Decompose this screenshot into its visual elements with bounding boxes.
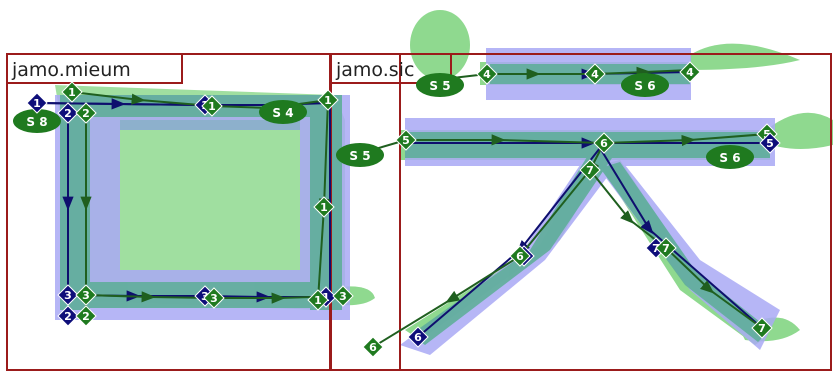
point-marker: 3: [57, 284, 79, 306]
point-marker: 1: [201, 95, 223, 117]
svg-text:3: 3: [339, 290, 347, 303]
point-marker: 2: [57, 102, 79, 124]
svg-text:2: 2: [64, 107, 72, 120]
point-marker: 5: [395, 129, 417, 151]
stroke-label-s8: S 8: [13, 109, 61, 133]
point-marker: 3: [203, 287, 225, 309]
svg-text:4: 4: [483, 68, 491, 81]
svg-text:1: 1: [68, 86, 76, 99]
svg-text:7: 7: [758, 322, 766, 335]
svg-text:3: 3: [64, 289, 72, 302]
green-mieum-body: [55, 85, 345, 310]
mieum-label-box: [6, 53, 183, 84]
point-marker: 6: [362, 336, 384, 358]
green-path-5b: [603, 133, 768, 147]
svg-text:2: 2: [82, 310, 90, 323]
svg-text:1: 1: [324, 94, 332, 107]
svg-text:S 6: S 6: [634, 79, 655, 93]
point-marker: 1: [307, 289, 329, 311]
point-markers: 11221111332233113444565576677766: [26, 61, 781, 358]
svg-text:5: 5: [766, 137, 774, 150]
svg-text:S 8: S 8: [26, 115, 47, 129]
green-path-7b: [665, 247, 763, 329]
svg-text:1: 1: [33, 97, 41, 110]
stroke-label-s5-top: S 5: [416, 73, 464, 97]
green-path-1: [71, 91, 213, 107]
green-blob-right: [690, 43, 800, 70]
svg-text:1: 1: [314, 294, 322, 307]
sic-box-label: jamo.sic: [335, 59, 414, 81]
navy-path-7: [599, 147, 763, 329]
point-marker: 1: [317, 89, 339, 111]
svg-text:6: 6: [414, 331, 422, 344]
svg-text:7: 7: [586, 164, 594, 177]
navy-path-1-arrow: [36, 98, 206, 110]
point-marker: 5: [759, 132, 781, 154]
svg-text:5: 5: [763, 128, 771, 141]
point-marker: 4: [679, 61, 701, 83]
point-marker: 3: [75, 284, 97, 306]
point-marker: 2: [75, 102, 97, 124]
stroke-label-s6-top: S 6: [621, 73, 669, 97]
svg-text:2: 2: [64, 310, 72, 323]
svg-text:3: 3: [210, 292, 218, 305]
overlap-mieum-inner: [120, 120, 300, 130]
svg-text:1: 1: [320, 201, 328, 214]
svg-text:5: 5: [402, 134, 410, 147]
point-marker: 2: [57, 305, 79, 327]
point-marker: 7: [579, 159, 601, 181]
point-marker: 6: [509, 245, 531, 267]
stroke-label-s6-mid: S 6: [706, 145, 754, 169]
svg-text:6: 6: [369, 341, 377, 354]
stroke-label-ovals: S 8 S 4 S 5 S 6 S 5 S 6: [13, 73, 754, 169]
point-marker: 3: [332, 285, 354, 307]
point-marker: 1: [26, 92, 48, 114]
overlap-sic-left: [410, 152, 612, 345]
green-path-5a: [406, 134, 605, 146]
point-marker: 2: [75, 305, 97, 327]
green-path-6b: [372, 255, 521, 348]
svg-text:S 5: S 5: [349, 149, 370, 163]
point-marker: 6: [593, 132, 615, 154]
green-blob-top: [410, 10, 470, 80]
green-path-7a: [589, 169, 667, 249]
green-blob-mid-right: [760, 112, 833, 149]
green-path-4b: [594, 66, 691, 78]
stroke-label-s4: S 4: [259, 100, 307, 124]
svg-text:2: 2: [82, 107, 90, 120]
point-marker: 7: [655, 237, 677, 259]
svg-text:S 4: S 4: [272, 106, 293, 120]
point-marker: 4: [584, 63, 606, 85]
sic-label-box: [330, 53, 452, 84]
green-path-3a: [85, 291, 215, 303]
point-marker: 4: [476, 63, 498, 85]
point-marker: 7: [751, 317, 773, 339]
point-marker: 1: [313, 196, 335, 218]
svg-text:6: 6: [516, 250, 524, 263]
svg-text:3: 3: [82, 289, 90, 302]
svg-text:4: 4: [686, 66, 694, 79]
svg-text:4: 4: [591, 68, 599, 81]
point-marker: 6: [407, 326, 429, 348]
stroke-label-s5-mid: S 5: [336, 143, 384, 167]
svg-text:7: 7: [662, 242, 670, 255]
svg-text:S 5: S 5: [429, 79, 450, 93]
svg-text:S 6: S 6: [719, 151, 740, 165]
svg-text:6: 6: [600, 137, 608, 150]
point-marker: 1: [61, 81, 83, 103]
svg-text:1: 1: [208, 100, 216, 113]
mieum-box-label: jamo.mieum: [11, 59, 131, 81]
